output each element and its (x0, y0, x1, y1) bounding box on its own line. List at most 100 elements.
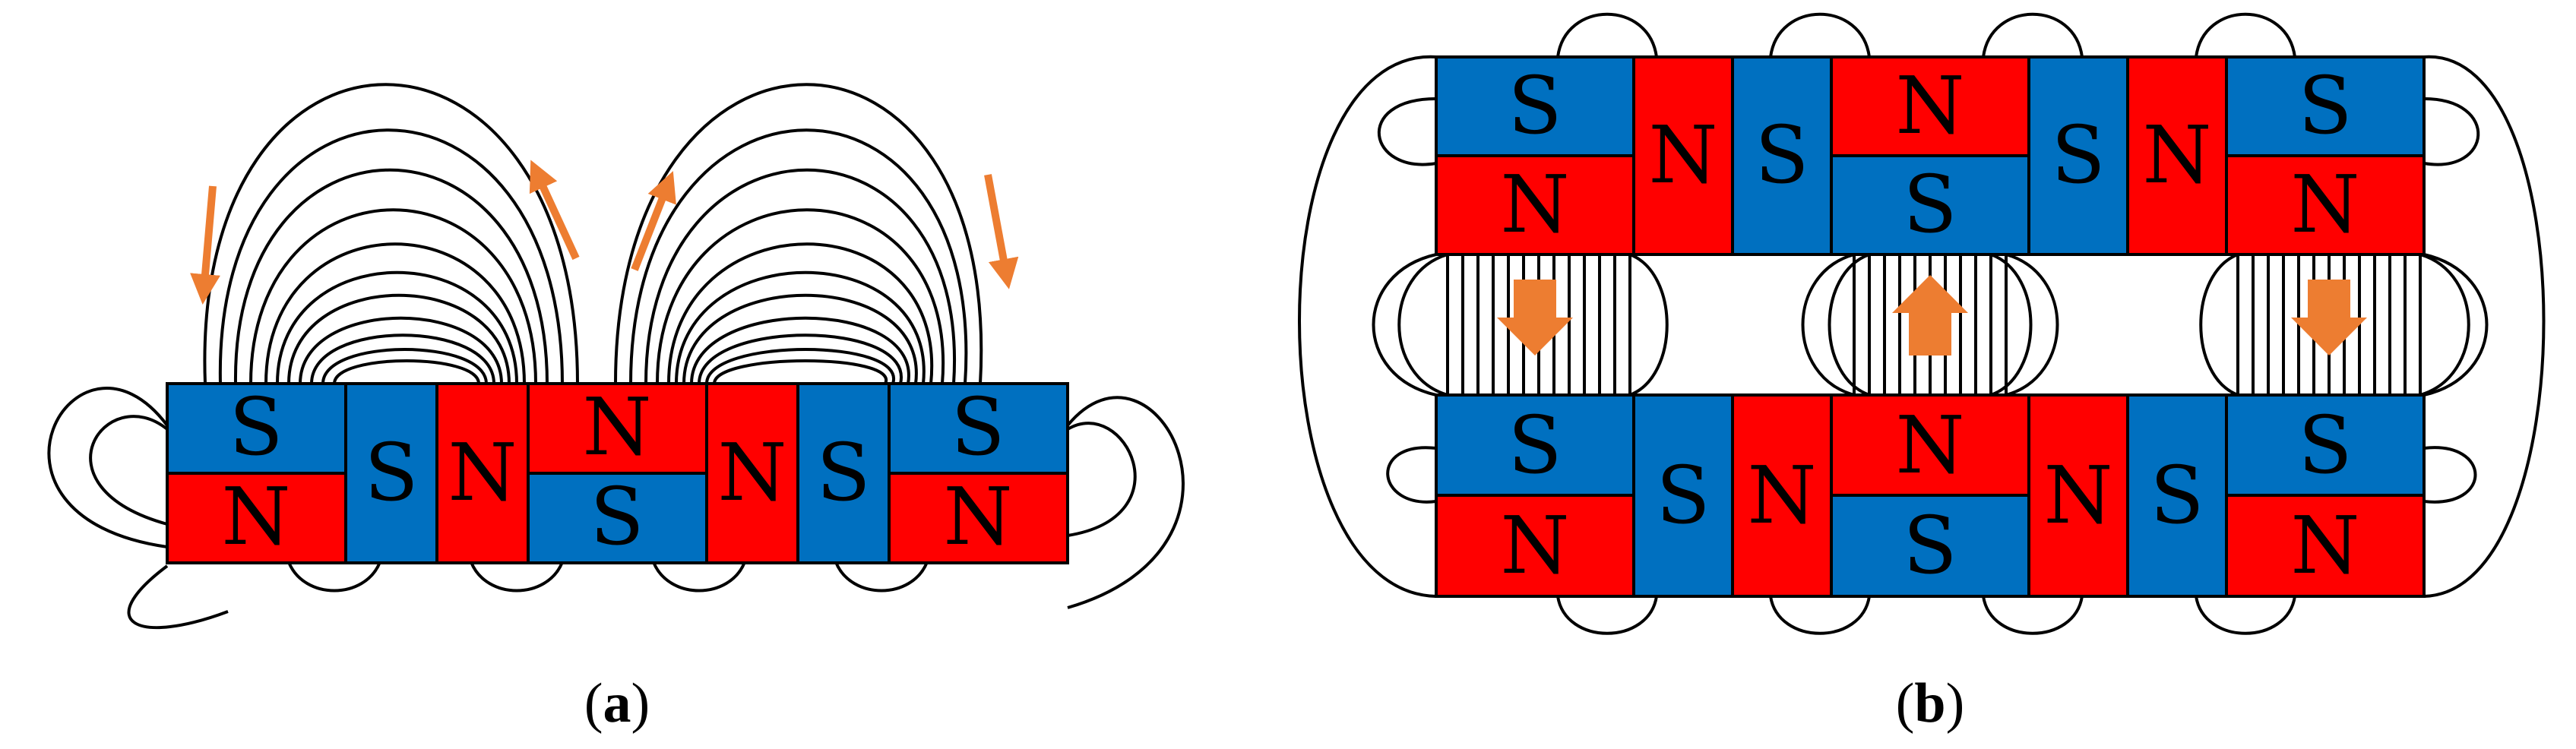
magnet-segment (2225, 55, 2426, 157)
field-line (2005, 253, 2059, 397)
magnet-pole-label: N (1748, 449, 1817, 542)
magnet-segment (2225, 393, 2426, 497)
magnet-segment (2126, 55, 2228, 256)
field-line (675, 270, 926, 384)
field-line (218, 128, 564, 384)
field-line (698, 333, 903, 384)
field-line (470, 561, 564, 593)
field-line (1378, 97, 1437, 166)
magnet-pole-label: N (1896, 59, 1965, 152)
magnet-pole-label: S (1755, 109, 1809, 201)
magnet-segment (1731, 393, 1833, 598)
field-line (203, 83, 579, 384)
magnet-pole-label: N (583, 381, 652, 473)
field-line (127, 564, 229, 630)
magnet-pole-label: N (222, 470, 291, 563)
magnet-pole-label: N (2291, 499, 2360, 592)
magnet-pole-label: S (2051, 109, 2105, 201)
panel-b-caption: (b) (1896, 672, 1964, 735)
field-line (629, 128, 968, 384)
field-line (89, 415, 169, 526)
magnet-segment (888, 382, 1069, 475)
magnet-segment (1632, 393, 1734, 598)
magnet-pole-label: S (1903, 158, 1957, 251)
magnet-pole-label: S (2298, 59, 2352, 152)
field-line (2419, 253, 2470, 397)
field-line (667, 242, 934, 384)
magnet-pole-label: N (2044, 449, 2113, 542)
field-line (1982, 596, 2084, 635)
flux-arrow (631, 171, 676, 271)
field-line (2199, 253, 2239, 397)
magnet-pole-label: S (229, 381, 283, 473)
field-line (1066, 422, 1137, 537)
magnet-segment (166, 472, 347, 564)
field-line (652, 561, 746, 593)
magnet-segment (1731, 55, 1833, 256)
field-line (2423, 253, 2489, 397)
magnet-segment (1435, 494, 1635, 598)
field-line (287, 561, 381, 593)
magnet-pole-label: S (1903, 499, 1957, 592)
magnet-pole-label: S (2298, 399, 2352, 491)
magnet-pole-label: S (1508, 399, 1562, 491)
magnet-segment (1435, 154, 1635, 256)
field-line (713, 359, 888, 384)
field-line (705, 348, 895, 384)
field-line (1769, 596, 1871, 635)
field-line (614, 83, 983, 384)
field-line (1801, 253, 1855, 397)
panel-a-caption: (a) (584, 672, 650, 735)
magnet-pole-label: N (448, 426, 517, 519)
magnet-pole-label: N (1896, 399, 1965, 491)
field-line (1386, 446, 1437, 504)
panel-a: S N S N N S N S S N (a) (47, 83, 1185, 735)
panel-a-flux-arrows (190, 160, 1019, 305)
magnet-pole-label: S (590, 470, 644, 563)
field-line (276, 270, 518, 384)
panel-b-top-magnet-array: S N N S N S S N S N (1435, 55, 2426, 256)
field-line (1990, 253, 2033, 397)
magnet-pole-label: N (1501, 158, 1570, 251)
magnet-pole-label: S (364, 426, 418, 519)
magnet-pole-label: S (1656, 449, 1710, 542)
field-line (690, 316, 910, 384)
magnet-segment (1830, 494, 2030, 598)
flux-arrow (190, 185, 220, 305)
field-line (2195, 12, 2296, 58)
field-line (1556, 596, 1658, 635)
magnet-segment (888, 472, 1069, 564)
panel-b-field-lines (1298, 12, 2546, 635)
field-line (2195, 596, 2296, 635)
field-line (1556, 12, 1658, 58)
panel-b-bottom-magnet-array: S N S N N S N S S N (1435, 393, 2426, 598)
field-line (644, 168, 957, 384)
field-line (2423, 55, 2546, 598)
field-line (1397, 253, 1448, 397)
magnet-pole-label: S (1508, 59, 1562, 152)
magnet-segment (2225, 494, 2426, 598)
field-line (1769, 12, 1871, 58)
up-arrow-icon (1892, 275, 1968, 356)
magnet-pole-label: N (718, 426, 787, 519)
magnet-segment (705, 382, 799, 564)
field-line (310, 333, 495, 384)
field-line (1982, 12, 2084, 58)
field-line (834, 561, 929, 593)
magnet-segment (166, 382, 347, 475)
magnet-pole-label: N (944, 470, 1013, 563)
magnet-segment (527, 382, 708, 475)
magnet-segment (2027, 393, 2129, 598)
flux-arrow (984, 174, 1019, 289)
magnet-pole-label: N (2291, 158, 2360, 251)
field-line (1828, 253, 1870, 397)
down-arrow-icon (2291, 280, 2367, 356)
panel-b-force-arrows (1497, 275, 2367, 356)
magnet-pole-label: N (1501, 499, 1570, 592)
field-line (287, 293, 511, 384)
field-line (333, 359, 480, 384)
field-line (2423, 97, 2480, 166)
field-line (682, 293, 918, 384)
magnet-segment (2027, 55, 2129, 256)
